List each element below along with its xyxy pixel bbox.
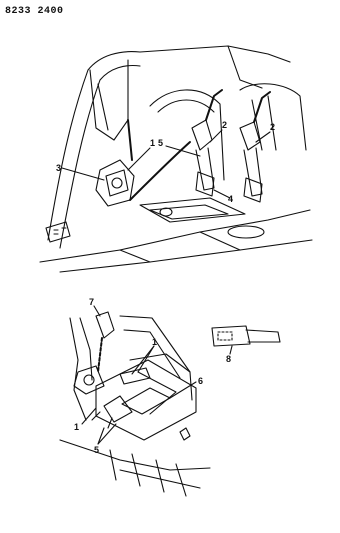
callout-5: 5 <box>158 138 163 148</box>
upper-view <box>39 45 313 273</box>
callout-8: 8 <box>226 354 231 364</box>
callout-labels: 3 1 5 2 2 4 7 1 6 1 5 8 <box>56 120 275 455</box>
lower-view <box>59 305 211 497</box>
callout-2a: 2 <box>222 120 227 130</box>
diagram-code: 8233 2400 <box>5 6 64 17</box>
callout-3: 3 <box>56 163 61 173</box>
callout-4: 4 <box>228 194 233 204</box>
callout-7: 7 <box>89 297 94 307</box>
callout-1b: 1 <box>74 422 79 432</box>
callout-5-lower: 5 <box>94 445 99 455</box>
callout-1-lower: 1 <box>152 337 157 347</box>
callout-2b: 2 <box>270 122 275 132</box>
callout-6: 6 <box>198 376 203 386</box>
callout-1: 1 <box>150 138 155 148</box>
detail-view <box>211 325 281 355</box>
